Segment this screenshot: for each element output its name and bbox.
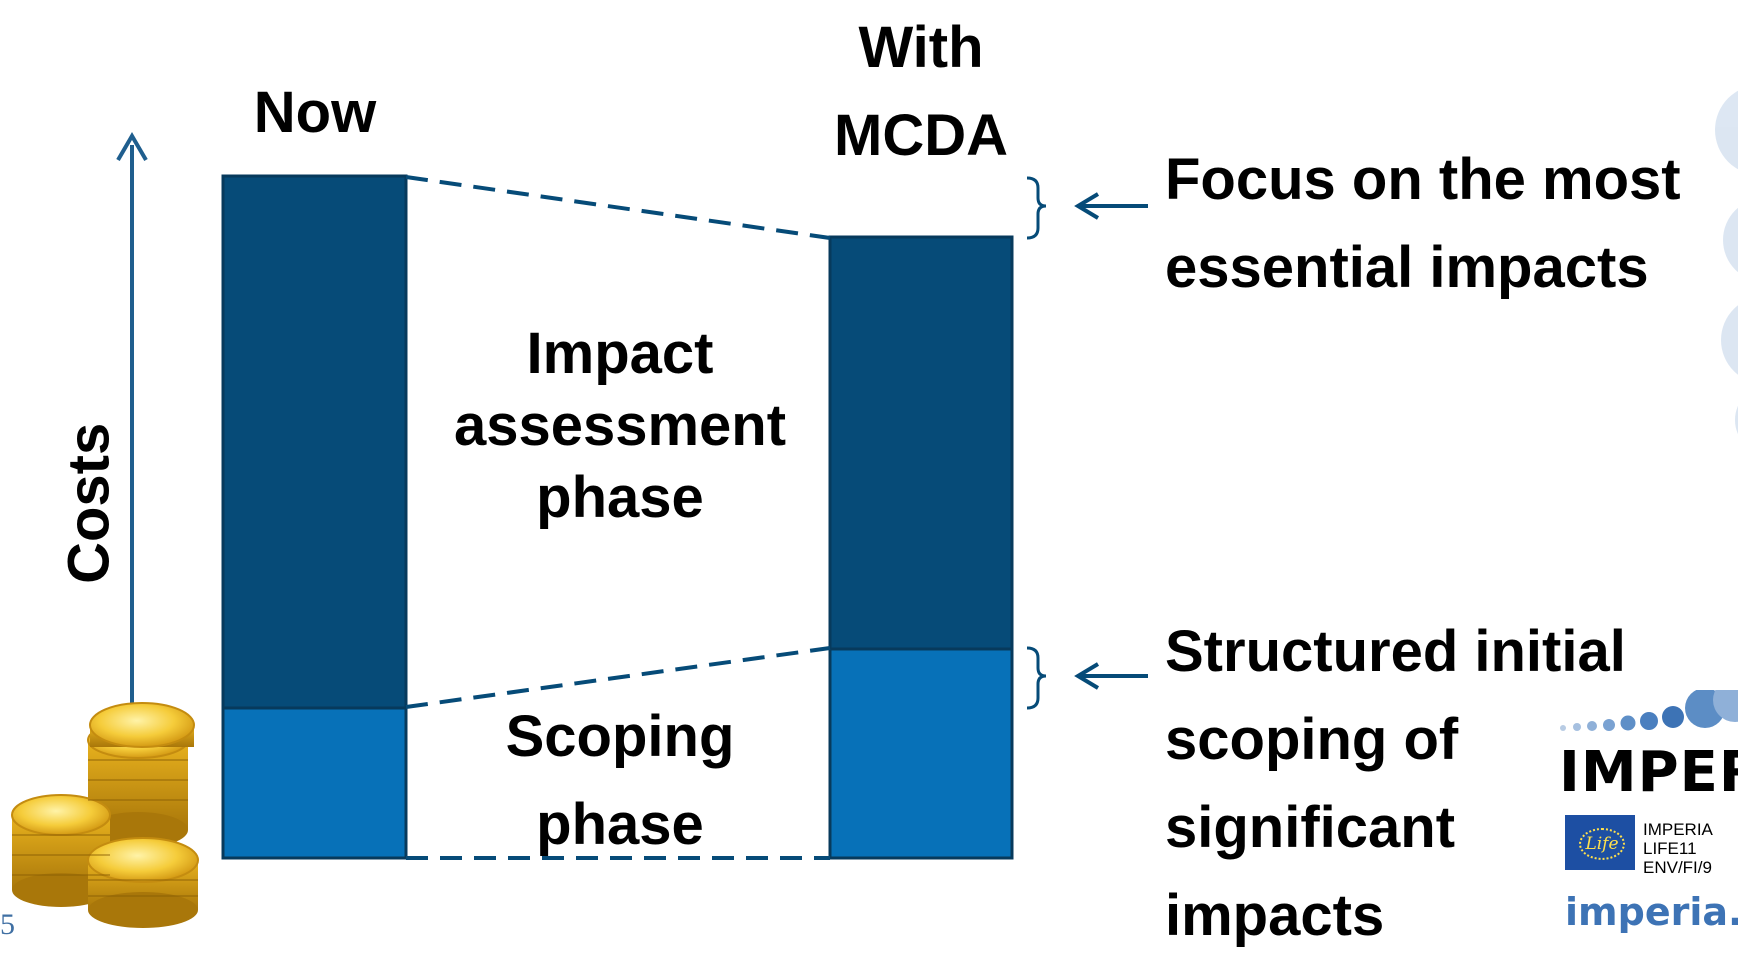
logo-project-line2: LIFE11 — [1643, 839, 1697, 858]
now-column-header: Now — [253, 80, 377, 145]
now-scoping-segment — [221, 706, 408, 860]
scoping-phase-label: Scoping phase — [505, 704, 735, 857]
page-number: 5 — [0, 908, 15, 941]
logo-dots — [1560, 690, 1738, 731]
logo-project-line3: ENV/FI/9 — [1643, 858, 1712, 877]
y-axis-arrowhead — [116, 132, 148, 162]
mcda-column-header: With MCDA — [834, 15, 1008, 168]
impact-phase-label: Impact assessment phase — [453, 321, 787, 530]
imperia-logo: IMPERIA Life IMPERIA LIFE11 ENV/FI/9 imp… — [1545, 690, 1738, 944]
top-arrow-head — [1074, 192, 1100, 220]
life-emblem-text: Life — [1579, 828, 1625, 860]
mcda-scoping-segment — [828, 647, 1014, 860]
bottom-arrow-head — [1074, 662, 1100, 690]
logo-project-line1: IMPERIA — [1643, 820, 1713, 839]
top-brace — [1026, 176, 1047, 240]
y-axis-label: Costs — [56, 422, 122, 584]
decorative-bubbles — [1715, 90, 1738, 435]
now-impact-segment — [221, 174, 408, 710]
mcda-impact-segment — [828, 235, 1014, 651]
top-dashed-connector — [405, 175, 831, 240]
top-annotation: Focus on the most essential impacts — [1165, 147, 1681, 300]
coins-illustration — [11, 702, 199, 928]
logo-brand-text: IMPERIA — [1559, 740, 1738, 805]
middle-dashed-connector — [405, 646, 831, 709]
bottom-brace — [1026, 646, 1047, 710]
eu-life-flag: Life — [1565, 815, 1635, 870]
logo-website: imperia.jy — [1565, 890, 1738, 934]
bottom-annotation: Structured initial scoping of significan… — [1165, 619, 1626, 948]
